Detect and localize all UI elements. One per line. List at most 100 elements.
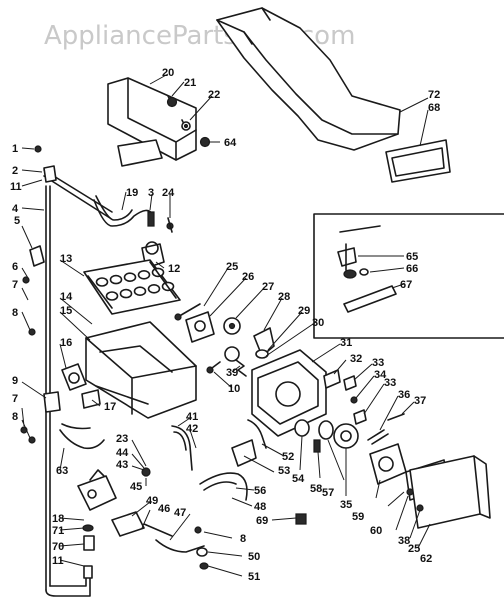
motor-gear-35 xyxy=(333,423,359,449)
mold-cavity xyxy=(105,291,119,301)
callout-8b: 8 xyxy=(12,411,18,423)
ice-bucket xyxy=(216,7,401,151)
callout-38: 38 xyxy=(398,535,410,547)
callout-5: 5 xyxy=(14,215,20,227)
clamp-50 xyxy=(196,547,208,557)
switch-32 xyxy=(323,369,341,389)
callout-58: 58 xyxy=(310,483,322,495)
thermostat-17 xyxy=(81,389,101,409)
screw-3 xyxy=(147,211,155,227)
callout-14: 14 xyxy=(60,291,73,303)
fitting-70 xyxy=(83,535,95,551)
callout-numbers: 1 2 11 4 5 6 7 8 9 7 8 63 18 71 70 11 13… xyxy=(10,67,440,583)
nut-66 xyxy=(343,268,369,279)
callout-44: 44 xyxy=(116,447,129,459)
bracket-screw-22 xyxy=(181,121,191,131)
screw-6 xyxy=(22,276,30,284)
callout-34: 34 xyxy=(374,369,387,381)
callout-2: 2 xyxy=(12,165,18,177)
callout-12: 12 xyxy=(168,263,180,275)
callout-65: 65 xyxy=(406,251,418,263)
fill-tube-assembly xyxy=(34,145,113,597)
bearing-26 xyxy=(185,311,215,343)
callout-54: 54 xyxy=(292,473,305,485)
callout-7: 7 xyxy=(12,279,18,291)
callout-36: 36 xyxy=(398,389,410,401)
screw-8b xyxy=(28,436,36,444)
mold-cavity xyxy=(137,269,151,280)
callout-70: 70 xyxy=(52,541,64,553)
callout-49: 49 xyxy=(146,495,158,507)
bracket-nut-64 xyxy=(199,136,211,148)
spring-39 xyxy=(235,359,247,377)
callout-62: 62 xyxy=(420,553,432,565)
gear-27 xyxy=(223,317,241,335)
callout-21: 21 xyxy=(184,77,196,89)
mold-cavity xyxy=(123,272,137,283)
callout-68: 68 xyxy=(428,102,440,114)
washer-71 xyxy=(82,524,94,532)
mold-cavity xyxy=(95,277,109,287)
callout-47: 47 xyxy=(174,507,186,519)
callout-25: 25 xyxy=(226,261,238,273)
callout-48: 48 xyxy=(254,501,266,513)
ice-mold-ejector xyxy=(83,259,181,315)
contact-57 xyxy=(318,420,334,440)
callout-8: 8 xyxy=(12,307,18,319)
cam-29 xyxy=(224,346,240,362)
tube-insert-67 xyxy=(343,285,397,313)
valve-part-65 xyxy=(337,243,357,271)
heater-16 xyxy=(61,363,87,391)
wire-52 xyxy=(247,419,267,449)
spring-36 xyxy=(367,429,389,445)
callout-24: 24 xyxy=(162,187,175,199)
leader-lines xyxy=(21,73,431,577)
mold-cavity xyxy=(119,288,133,299)
callout-19: 19 xyxy=(126,187,138,199)
callout-18: 18 xyxy=(52,513,64,525)
clip-5 xyxy=(29,245,45,267)
callout-13: 13 xyxy=(60,253,72,265)
pin-34 xyxy=(350,396,358,404)
callout-67: 67 xyxy=(400,279,412,291)
nut-51 xyxy=(199,562,209,570)
callout-52: 52 xyxy=(282,451,294,463)
callout-43: 43 xyxy=(116,459,128,471)
callout-10: 10 xyxy=(228,383,240,395)
mold-cavity xyxy=(147,283,161,294)
washer-30 xyxy=(255,349,269,359)
callout-64: 64 xyxy=(224,137,237,149)
callout-28: 28 xyxy=(278,291,290,303)
harness-56 xyxy=(199,472,248,501)
callout-57: 57 xyxy=(322,487,334,499)
callout-72: 72 xyxy=(428,89,440,101)
callout-33: 33 xyxy=(372,357,384,369)
callout-17: 17 xyxy=(104,401,116,413)
callout-23: 23 xyxy=(116,433,128,445)
screw-10 xyxy=(206,361,221,374)
callout-39: 39 xyxy=(226,367,238,379)
callout-41: 41 xyxy=(186,411,198,423)
heater-clip-9 xyxy=(43,391,61,413)
callout-30: 30 xyxy=(312,317,324,329)
callout-32: 32 xyxy=(350,353,362,365)
callout-11b: 11 xyxy=(52,555,64,567)
callout-9: 9 xyxy=(12,375,18,387)
water-valve-18 xyxy=(77,469,117,511)
screw-8c xyxy=(194,526,202,534)
pin-58 xyxy=(313,439,321,453)
screw-38 xyxy=(406,488,414,496)
callout-35: 35 xyxy=(340,499,352,511)
callout-26: 26 xyxy=(242,271,254,283)
callout-25b: 25 xyxy=(408,543,420,555)
bucket-front-cover xyxy=(385,139,451,183)
callout-31: 31 xyxy=(340,337,352,349)
callout-6: 6 xyxy=(12,261,18,273)
callout-7b: 7 xyxy=(12,393,18,405)
wire-harness-63 xyxy=(59,423,105,450)
bracket-screw-21 xyxy=(166,96,178,108)
wire-41 xyxy=(171,425,193,471)
callout-29: 29 xyxy=(298,305,310,317)
inset-panel xyxy=(313,213,504,339)
